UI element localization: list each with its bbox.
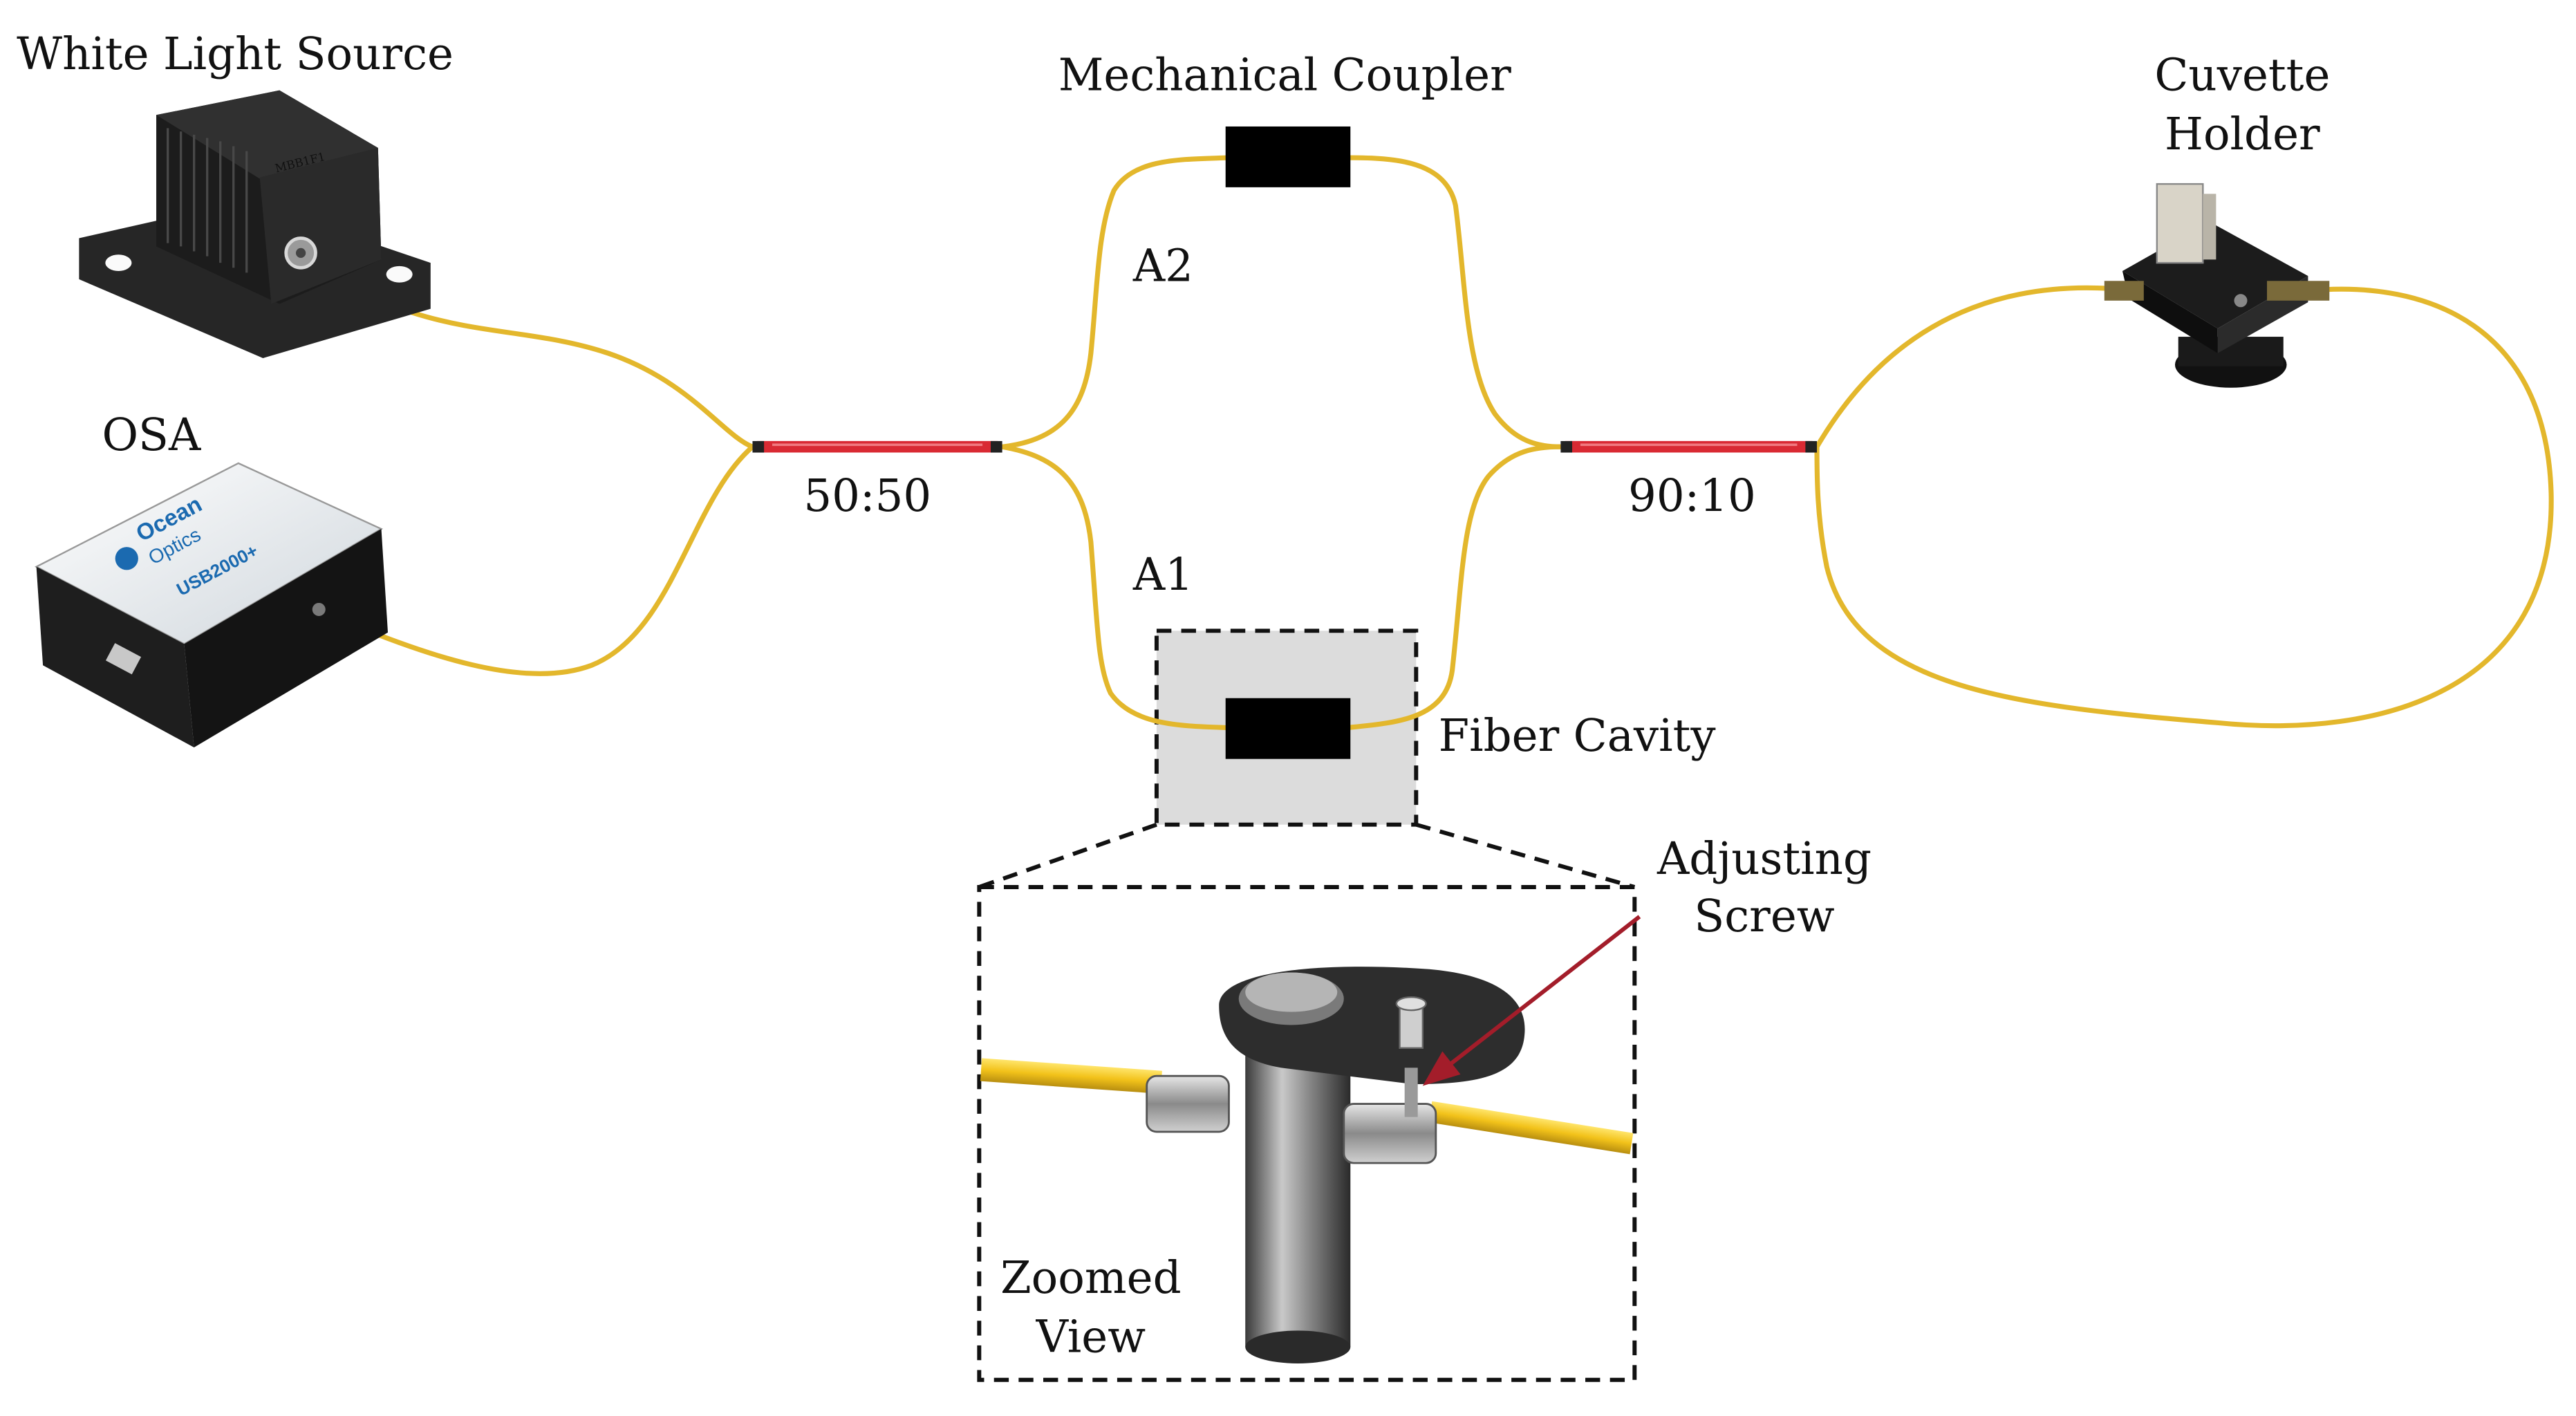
osa-device: Ocean Optics USB2000+ (35, 462, 389, 748)
zoom-fiber-right (1428, 1101, 1634, 1155)
fiber-arm-a2-right (1344, 155, 1563, 449)
label-coupler-9010: 90:10 (1628, 470, 1756, 522)
osa-usb-port (105, 643, 142, 675)
fiber-arm-a1 (1000, 444, 1232, 731)
cuvette-port-left (2104, 281, 2144, 301)
label-arm-a1: A1 (1132, 549, 1193, 601)
zoom-connector-left (1146, 1074, 1230, 1133)
cuvette-port-right (2267, 281, 2330, 301)
zoom-connector-lines (978, 822, 1636, 889)
label-coupler-5050: 50:50 (803, 470, 931, 522)
mount-hole-left (105, 254, 132, 272)
label-white-light-source: White Light Source (17, 28, 454, 80)
zoom-metal-cylinder (1245, 1051, 1351, 1363)
zoom-fiber-left (980, 1058, 1162, 1094)
fiber-arm-a2 (1000, 155, 1232, 449)
optical-fibers (299, 155, 2554, 731)
adjusting-screw-arrow (1422, 915, 1641, 1086)
white-light-source-device: MBB1F1 (79, 90, 431, 358)
label-mechanical-coupler: Mechanical Coupler (1058, 50, 1511, 102)
label-zoomed-view-line1: Zoomed (1000, 1252, 1182, 1304)
coupler-9010 (1560, 440, 1818, 453)
mount-hole-right (386, 266, 413, 283)
fiber-osa-to-5050 (318, 444, 756, 676)
fiber-cuvette-loop (1814, 285, 2554, 729)
osa-input-port (312, 602, 326, 616)
labels: White Light Source OSA Mechanical Couple… (17, 28, 2330, 1363)
cuvette (2156, 183, 2204, 264)
fiber-arm-a1-right (1344, 444, 1563, 731)
osa-brand-logo (115, 547, 138, 570)
label-fiber-cavity: Fiber Cavity (1439, 710, 1717, 762)
zoom-top-plate (1219, 967, 1525, 1085)
mechanical-coupler-block (1225, 126, 1351, 187)
adjusting-screw-part (1395, 996, 1427, 1117)
zoomed-cavity-illustration (980, 967, 1634, 1363)
coupler-5050 (752, 440, 1002, 453)
label-osa: OSA (102, 409, 201, 461)
label-adjusting-screw-line1: Adjusting (1656, 833, 1872, 885)
label-zoomed-view-line2: View (1036, 1311, 1146, 1363)
label-adjusting-screw-line2: Screw (1694, 891, 1834, 942)
fiber-cavity-block (1225, 698, 1351, 759)
label-cuvette-holder-line2: Holder (2165, 109, 2320, 160)
zoom-connector-right (1343, 1103, 1437, 1164)
label-cuvette-holder-line1: Cuvette (2154, 50, 2330, 102)
label-arm-a2: A2 (1132, 240, 1193, 292)
cuvette-holder-device (2104, 183, 2330, 388)
